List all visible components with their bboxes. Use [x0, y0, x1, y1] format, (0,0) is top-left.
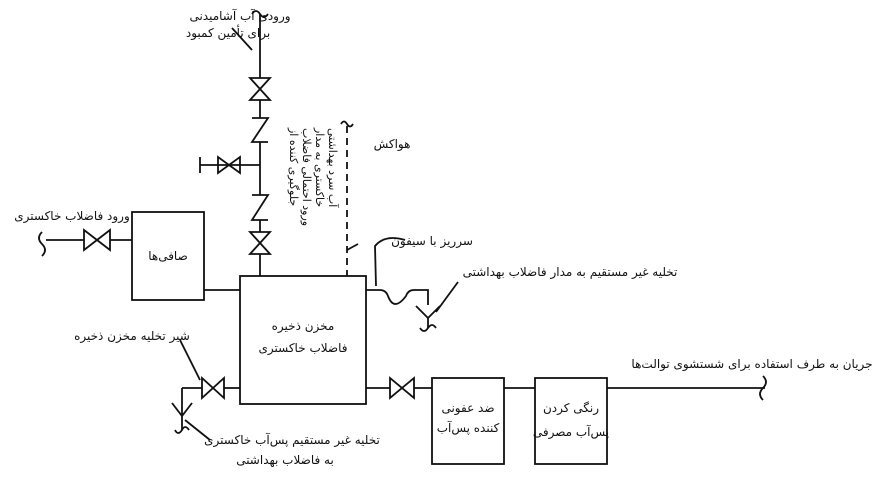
vent-break-symbol: [340, 120, 354, 128]
leader-overflow: [374, 237, 406, 287]
label-backflow-3: خاکستری به مدار: [313, 127, 326, 207]
label-potable-inlet-2: برای تأمین کمبود: [186, 24, 270, 41]
check-valve-lower: [250, 194, 270, 221]
label-backflow-4: آب سرد بهداشتی: [326, 128, 340, 208]
leader-indirect-waste: [184, 419, 211, 441]
label-coloring-2: پس‌آب مصرفی: [533, 424, 609, 440]
drain-break-symbol-left: [174, 426, 190, 434]
label-disinfection-2: کننده پس‌آب: [437, 420, 500, 436]
label-disinfection-1: ضد عفونی: [441, 401, 494, 416]
leader-indirect-drain: [435, 281, 459, 313]
gate-valve-outlet: [389, 376, 415, 400]
gate-valve-drain: [201, 375, 225, 401]
label-toilet-flow: جریان به طرف استفاده برای شستشوی توالت‌ه…: [631, 357, 872, 372]
storage-tank-box: [239, 275, 367, 405]
coloring-box: [534, 377, 608, 465]
label-indirect-waste-1: تخلیه غیر مستقیم پس‌آب خاکستری: [204, 432, 380, 448]
leader-drain-valve: [179, 339, 201, 381]
label-greywater-inlet: ورود فاضلاب خاکستری: [14, 209, 130, 224]
label-potable-inlet-1: ورودی آب آشامیدنی: [189, 8, 290, 24]
piping: [38, 10, 767, 465]
gate-valve-top: [247, 77, 273, 101]
drain-break-symbol-right: [419, 324, 437, 332]
label-overflow: سرریز با سیفون: [391, 234, 473, 249]
inlet-break-symbol: [38, 231, 46, 257]
label-indirect-waste-2: به فاضلاب بهداشتی: [236, 453, 334, 467]
disinfection-box: [431, 377, 505, 465]
label-tank-2: فاضلاب خاکستری: [259, 341, 348, 356]
label-backflow-2: ورود احتمالی فاضلاب: [300, 128, 313, 226]
leader-potable: [231, 27, 253, 51]
filters-box: [131, 211, 205, 301]
label-tank-1: مخزن ذخیره: [272, 319, 335, 334]
outlet-break-symbol: [759, 375, 767, 401]
gate-valve-lower: [247, 231, 273, 255]
label-vent: هواکش: [374, 137, 411, 152]
label-filters: صافی‌ها: [148, 249, 188, 263]
label-backflow-1: جلوگیری کننده از: [287, 127, 300, 206]
gate-valve-side: [217, 155, 241, 175]
label-coloring-1: رنگی کردن: [543, 401, 599, 416]
gate-valve-inlet: [83, 228, 111, 252]
label-backflow-group: جلوگیری کننده از ورود احتمالی فاضلاب خاک…: [287, 127, 340, 226]
label-tank-drain-valve: شیر تخلیه مخزن ذخیره: [74, 329, 190, 344]
overflow-siphon-pipe: [366, 289, 429, 305]
leader-vent: [346, 243, 359, 251]
check-valve-upper: [250, 117, 270, 143]
label-indirect-drain: تخلیه غیر مستقیم به مدار فاضلاب بهداشتی: [463, 265, 678, 280]
